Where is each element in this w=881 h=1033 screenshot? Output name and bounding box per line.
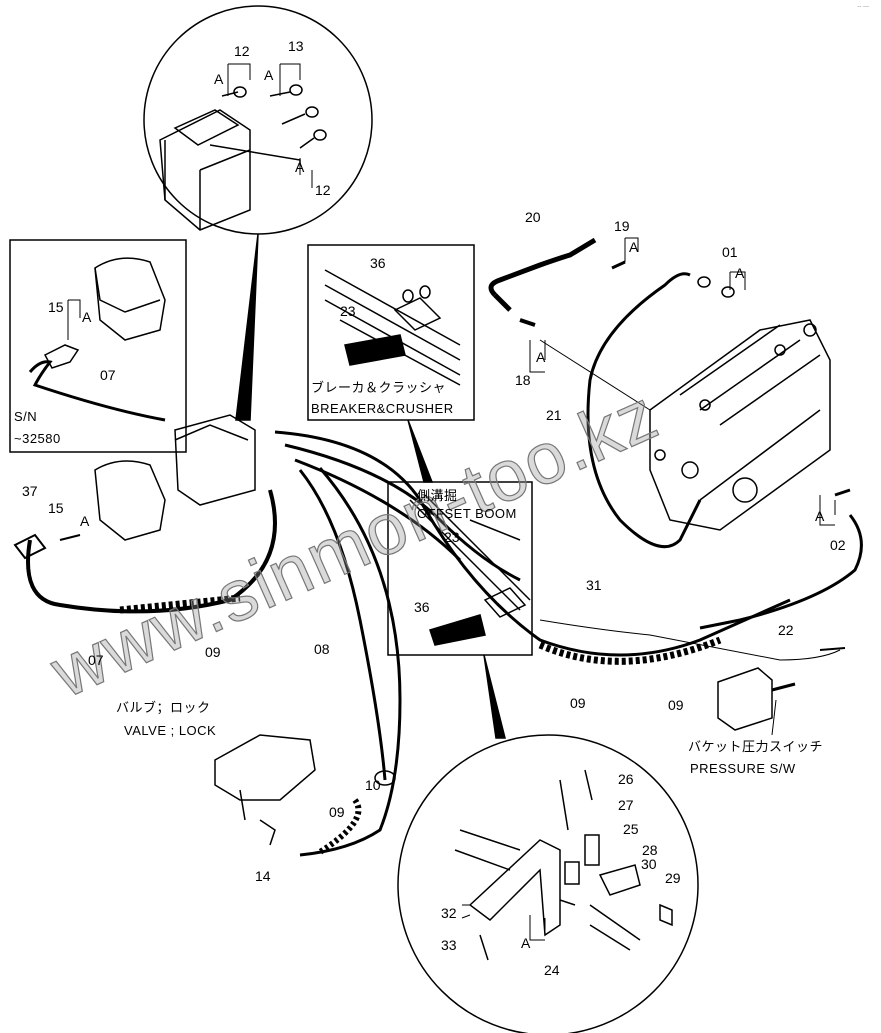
part-label: 08 <box>314 641 330 657</box>
pressure-switch <box>717 667 773 731</box>
part-label: 19 <box>614 218 630 234</box>
part-label: 18 <box>515 372 531 388</box>
tank-lower <box>94 460 166 541</box>
tee-breaker <box>324 269 461 386</box>
part-label: 09 <box>329 804 345 820</box>
control-valve <box>649 319 831 531</box>
lock-valve <box>214 734 316 846</box>
part-label: 36 <box>414 599 430 615</box>
part-label: 22 <box>778 622 794 638</box>
part-label: 23 <box>444 529 460 545</box>
part-label: A <box>536 349 546 365</box>
part-label: 12 <box>234 43 250 59</box>
part-label: 01 <box>722 244 738 260</box>
inset-box-offset <box>387 481 533 656</box>
detail-circle-top <box>143 5 373 235</box>
sn-label: S/N <box>14 409 38 424</box>
leader-offset <box>483 654 506 739</box>
breaker-en: BREAKER&CRUSHER <box>311 401 454 416</box>
part-label: 23 <box>340 303 356 319</box>
corner-mark: -- --- <box>857 4 869 10</box>
valve-en: VALVE ; LOCK <box>124 723 217 738</box>
part-label: A <box>80 513 90 529</box>
part-label: 15 <box>48 299 64 315</box>
part-label: A <box>214 71 224 87</box>
part-label: 10 <box>365 777 381 793</box>
hose-09-left <box>26 489 277 614</box>
valve-jp: バルブ；ロック <box>116 700 211 715</box>
inset-box-sn <box>9 239 187 453</box>
part-label: 14 <box>255 868 271 884</box>
pipe-20 <box>488 237 597 297</box>
part-label: 21 <box>546 407 562 423</box>
part-label: 09 <box>668 697 684 713</box>
part-label: A <box>521 935 531 951</box>
part-label: 07 <box>88 652 104 668</box>
hose-08 <box>298 469 387 781</box>
part-label: 36 <box>370 255 386 271</box>
part-label: 31 <box>586 577 602 593</box>
hose-22 <box>699 514 863 630</box>
part-label: A <box>815 508 825 524</box>
part-label: 37 <box>22 483 38 499</box>
tank-main <box>174 414 256 506</box>
offset-en: OFFSET BOOM <box>417 506 517 521</box>
inset-box-breaker <box>307 244 475 421</box>
part-label: 02 <box>830 537 846 553</box>
part-label: 24 <box>544 962 560 978</box>
switch-jp: バケット圧力スイッチ <box>688 739 824 754</box>
part-label: 09 <box>570 695 586 711</box>
part-label: A <box>264 67 274 83</box>
part-label: A <box>735 265 745 281</box>
part-label: 13 <box>288 38 304 54</box>
part-label: 28 <box>642 842 658 858</box>
part-label: 09 <box>205 644 221 660</box>
switch-en: PRESSURE S/W <box>690 761 796 776</box>
part-label: 29 <box>665 870 681 886</box>
breaker-jp: ブレーカ＆クラッシャ <box>311 380 447 395</box>
tank-sn <box>28 257 166 422</box>
part-label: 15 <box>48 500 64 516</box>
leader-top <box>235 233 259 421</box>
part-label: 33 <box>441 937 457 953</box>
part-label: A <box>82 309 92 325</box>
part-label: 30 <box>641 856 657 872</box>
part-label: 20 <box>525 209 541 225</box>
part-label: 25 <box>623 821 639 837</box>
part-label: 32 <box>441 905 457 921</box>
bracket-bottom <box>454 769 673 961</box>
part-label: 26 <box>618 771 634 787</box>
wire-31 <box>539 619 841 661</box>
part-label: A <box>295 159 305 175</box>
sn-range: ~32580 <box>14 431 61 446</box>
detail-circle-bottom <box>397 734 699 1033</box>
offset-jp: 側溝掘 <box>417 488 458 503</box>
part-label: 12 <box>315 182 331 198</box>
tee-offset <box>409 494 531 646</box>
part-label: 07 <box>100 367 116 383</box>
part-label: 27 <box>618 797 634 813</box>
part-label: A <box>629 239 639 255</box>
